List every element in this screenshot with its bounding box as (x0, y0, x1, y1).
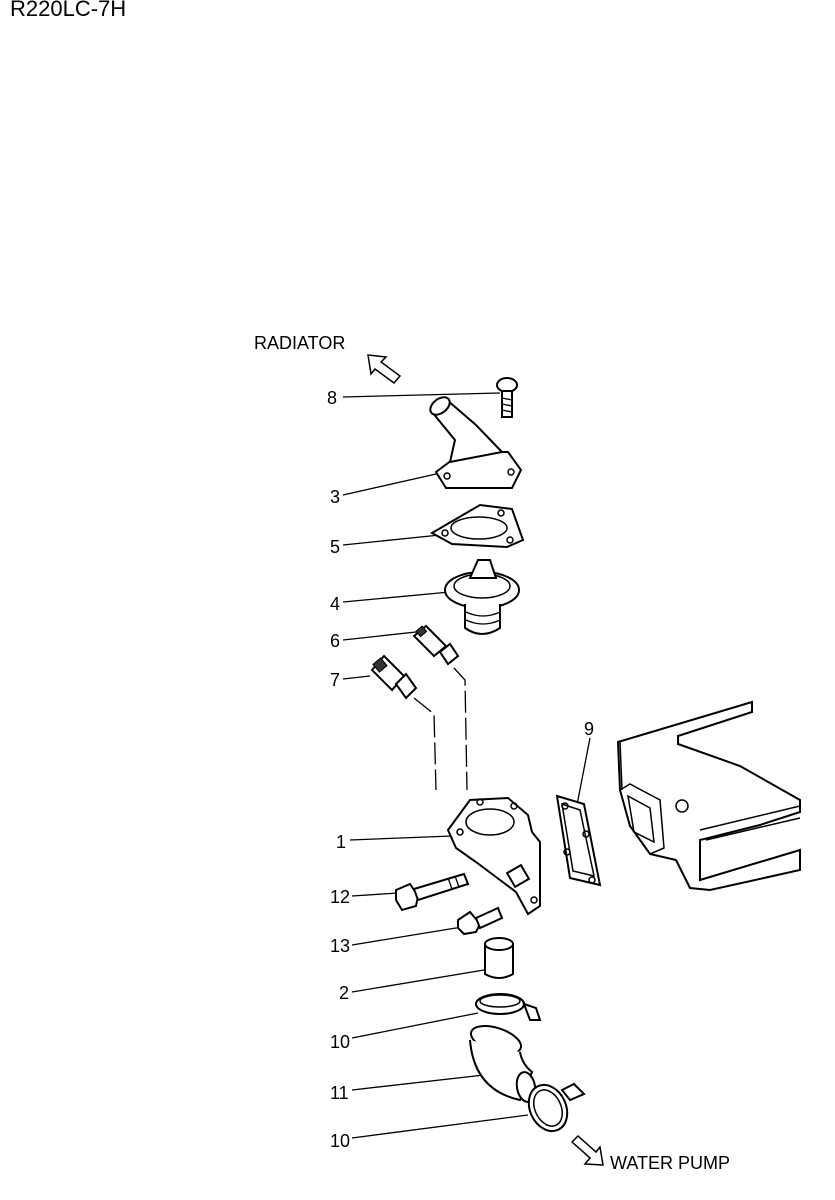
label-part-4: 4 (330, 594, 340, 614)
label-part-10-lower: 10 (330, 1131, 350, 1151)
label-part-8: 8 (327, 388, 337, 408)
part-4-thermostat (444, 559, 520, 635)
part-6-sensor (412, 624, 460, 666)
label-part-9: 9 (584, 719, 594, 739)
part-5-gasket (429, 503, 525, 549)
label-part-3: 3 (330, 487, 340, 507)
label-part-5: 5 (330, 537, 340, 557)
water-pump-caption: WATER PUMP (610, 1153, 730, 1173)
part-7-sender (370, 654, 418, 700)
radiator-caption: RADIATOR (254, 333, 345, 353)
label-part-12: 12 (330, 887, 350, 907)
part-9-gasket (555, 794, 602, 887)
part-2-hose (484, 937, 514, 979)
part-12-bolt (395, 872, 470, 912)
water-pump-arrow-icon (570, 1134, 604, 1166)
radiator-arrow-icon (367, 354, 402, 385)
label-part-13: 13 (330, 936, 350, 956)
part-1-housing (446, 796, 541, 916)
label-part-10-upper: 10 (330, 1032, 350, 1052)
part-8-bolt (496, 377, 518, 418)
label-part-7: 7 (330, 670, 340, 690)
label-part-11: 11 (330, 1083, 349, 1103)
label-part-2: 2 (339, 983, 349, 1003)
assembly-lines (413, 667, 468, 791)
label-part-6: 6 (330, 631, 340, 651)
label-part-1: 1 (336, 832, 346, 852)
part-3-outlet-elbow (429, 396, 523, 489)
part-11-elbow-hose (469, 1025, 537, 1103)
leader-lines (342, 392, 591, 1139)
engine-block (616, 700, 801, 892)
part-10-clamp-lower (527, 1082, 586, 1133)
part-10-clamp-upper (475, 993, 542, 1021)
model-title: R220LC-7H (10, 0, 127, 21)
part-13-bolt (457, 906, 504, 936)
